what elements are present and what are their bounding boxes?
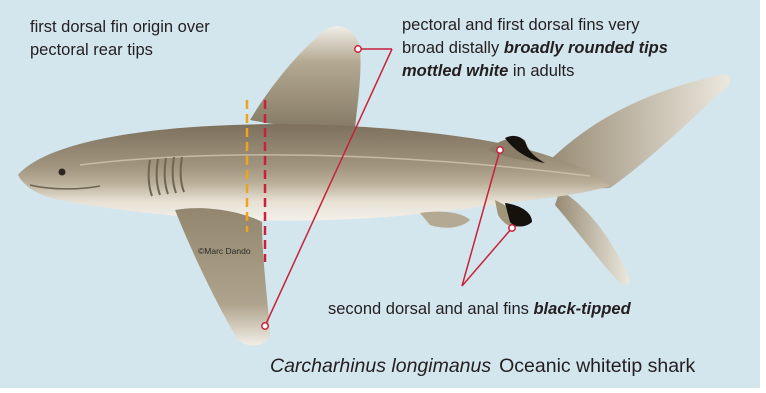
caudal-fin-lower xyxy=(555,190,629,285)
pelvic-fin xyxy=(420,212,470,228)
first-dorsal-fin xyxy=(250,26,361,129)
label-first-dorsal-origin: first dorsal fin origin over pectoral re… xyxy=(30,16,210,62)
common-name: Oceanic whitetip shark xyxy=(499,355,695,377)
label-line: broad distally broadly rounded tips xyxy=(402,37,668,60)
eye xyxy=(59,169,66,176)
label-line: mottled white in adults xyxy=(402,60,668,83)
species-name: Carcharhinus longimanus Oceanic whitetip … xyxy=(270,355,695,378)
label-pectoral-first-dorsal: pectoral and first dorsal fins very broa… xyxy=(402,14,668,83)
label-line: pectoral and first dorsal fins very xyxy=(402,14,668,37)
label-second-dorsal-anal: second dorsal and anal fins black-tipped xyxy=(328,298,631,321)
illustration-credit: ©Marc Dando xyxy=(198,246,251,256)
pectoral-fin xyxy=(175,208,270,345)
scientific-name: Carcharhinus longimanus xyxy=(270,355,491,377)
label-line: pectoral rear tips xyxy=(30,39,210,62)
label-line: first dorsal fin origin over xyxy=(30,16,210,39)
